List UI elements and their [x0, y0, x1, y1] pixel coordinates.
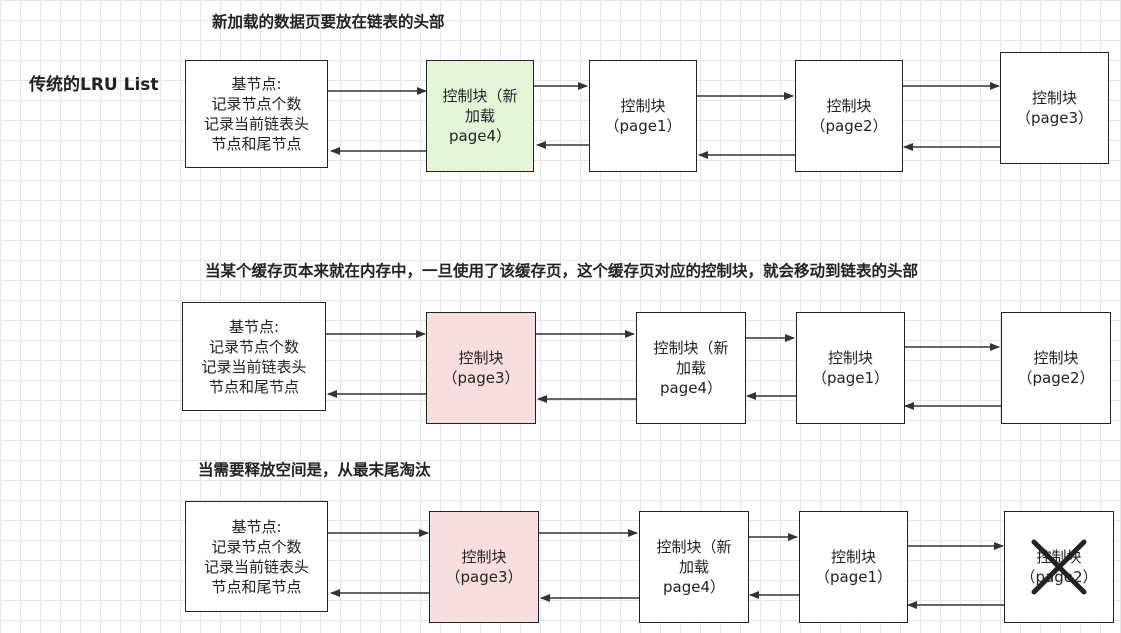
control-block-page2: 控制块 （page2）	[795, 60, 903, 172]
node-text-line: （page3）	[445, 568, 523, 586]
section-2-title: 当某个缓存页本来就在内存中，一旦使用了该缓存页，这个缓存页对应的控制块，就会移动…	[205, 262, 919, 280]
node-text-line: page4）	[659, 379, 722, 397]
node-text-line: 基节点:	[231, 517, 282, 536]
node-text-line: page4）	[662, 578, 725, 596]
base-node: 基节点: 记录节点个数 记录当前链表头 节点和尾节点	[182, 302, 326, 411]
node-text-line: 控制块	[830, 548, 876, 566]
control-block-page4-new: 控制块（新 加载 page4）	[426, 60, 534, 172]
node-text-line: （page1）	[811, 369, 889, 387]
control-block-page1: 控制块 （page1）	[589, 60, 697, 172]
control-block-page3: 控制块 （page3）	[426, 312, 536, 424]
control-block-page4-new: 控制块（新 加载 page4）	[636, 312, 746, 424]
control-block-page3: 控制块 （page3）	[429, 511, 539, 623]
lru-list-label: 传统的LRU List	[29, 75, 159, 95]
node-text-line: （page2）	[1020, 568, 1098, 586]
node-text-line: 加载	[675, 359, 706, 377]
x-mark-icon	[1031, 539, 1087, 595]
node-text-line: （page3）	[1015, 109, 1093, 127]
node-text-line: 控制块	[461, 548, 507, 566]
base-node: 基节点: 记录节点个数 记录当前链表头 节点和尾节点	[185, 501, 328, 612]
node-text-line: 基节点:	[231, 75, 282, 93]
node-text-line: 控制块（新	[656, 538, 732, 556]
control-block-page2: 控制块 （page2）	[1001, 312, 1111, 424]
control-block-page4-new: 控制块（新 加载 page4）	[639, 511, 749, 623]
node-text-line: 记录节点个数	[211, 537, 302, 556]
node-text-line: 加载	[678, 558, 709, 576]
node-text-line: 控制块	[620, 97, 666, 115]
section-3-title: 当需要释放空间是，从最末尾淘汰	[198, 461, 431, 479]
node-text-line: 控制块	[458, 349, 504, 367]
node-text-line: 控制块（新	[653, 339, 729, 357]
control-block-page1: 控制块 （page1）	[796, 312, 905, 424]
node-text-line: 节点和尾节点	[208, 377, 299, 396]
node-text-line: （page2）	[810, 117, 888, 135]
node-text-line: 控制块	[827, 349, 873, 367]
node-text-line: 记录当前链表头	[201, 357, 307, 376]
node-text-line: page4）	[448, 127, 511, 145]
node-text-line: 控制块	[826, 97, 872, 115]
base-node: 基节点: 记录节点个数 记录当前链表头 节点和尾节点	[185, 60, 328, 168]
control-block-page3: 控制块 （page3）	[1000, 52, 1109, 164]
node-text-line: 基节点:	[228, 317, 280, 336]
control-block-page1: 控制块 （page1）	[799, 511, 908, 623]
node-text-line: 节点和尾节点	[211, 135, 302, 153]
node-text-line: 记录节点个数	[211, 95, 302, 113]
node-text-line: 控制块（新	[442, 87, 518, 105]
node-text-line: 控制块	[1033, 349, 1079, 367]
node-text-line: （page1）	[814, 568, 892, 586]
section-1-title: 新加载的数据页要放在链表的头部	[212, 13, 445, 31]
node-text-line: 记录当前链表头	[203, 115, 309, 133]
node-text-line: （page3）	[442, 369, 520, 387]
node-text-line: （page1）	[604, 117, 682, 135]
node-text-line: 节点和尾节点	[211, 577, 302, 596]
node-text-line: 加载	[464, 107, 495, 125]
node-text-line: 记录当前链表头	[203, 557, 309, 576]
node-text-line: 记录节点个数	[208, 337, 299, 356]
node-text-line: 控制块	[1031, 89, 1077, 107]
node-text-line: （page2）	[1017, 369, 1095, 387]
